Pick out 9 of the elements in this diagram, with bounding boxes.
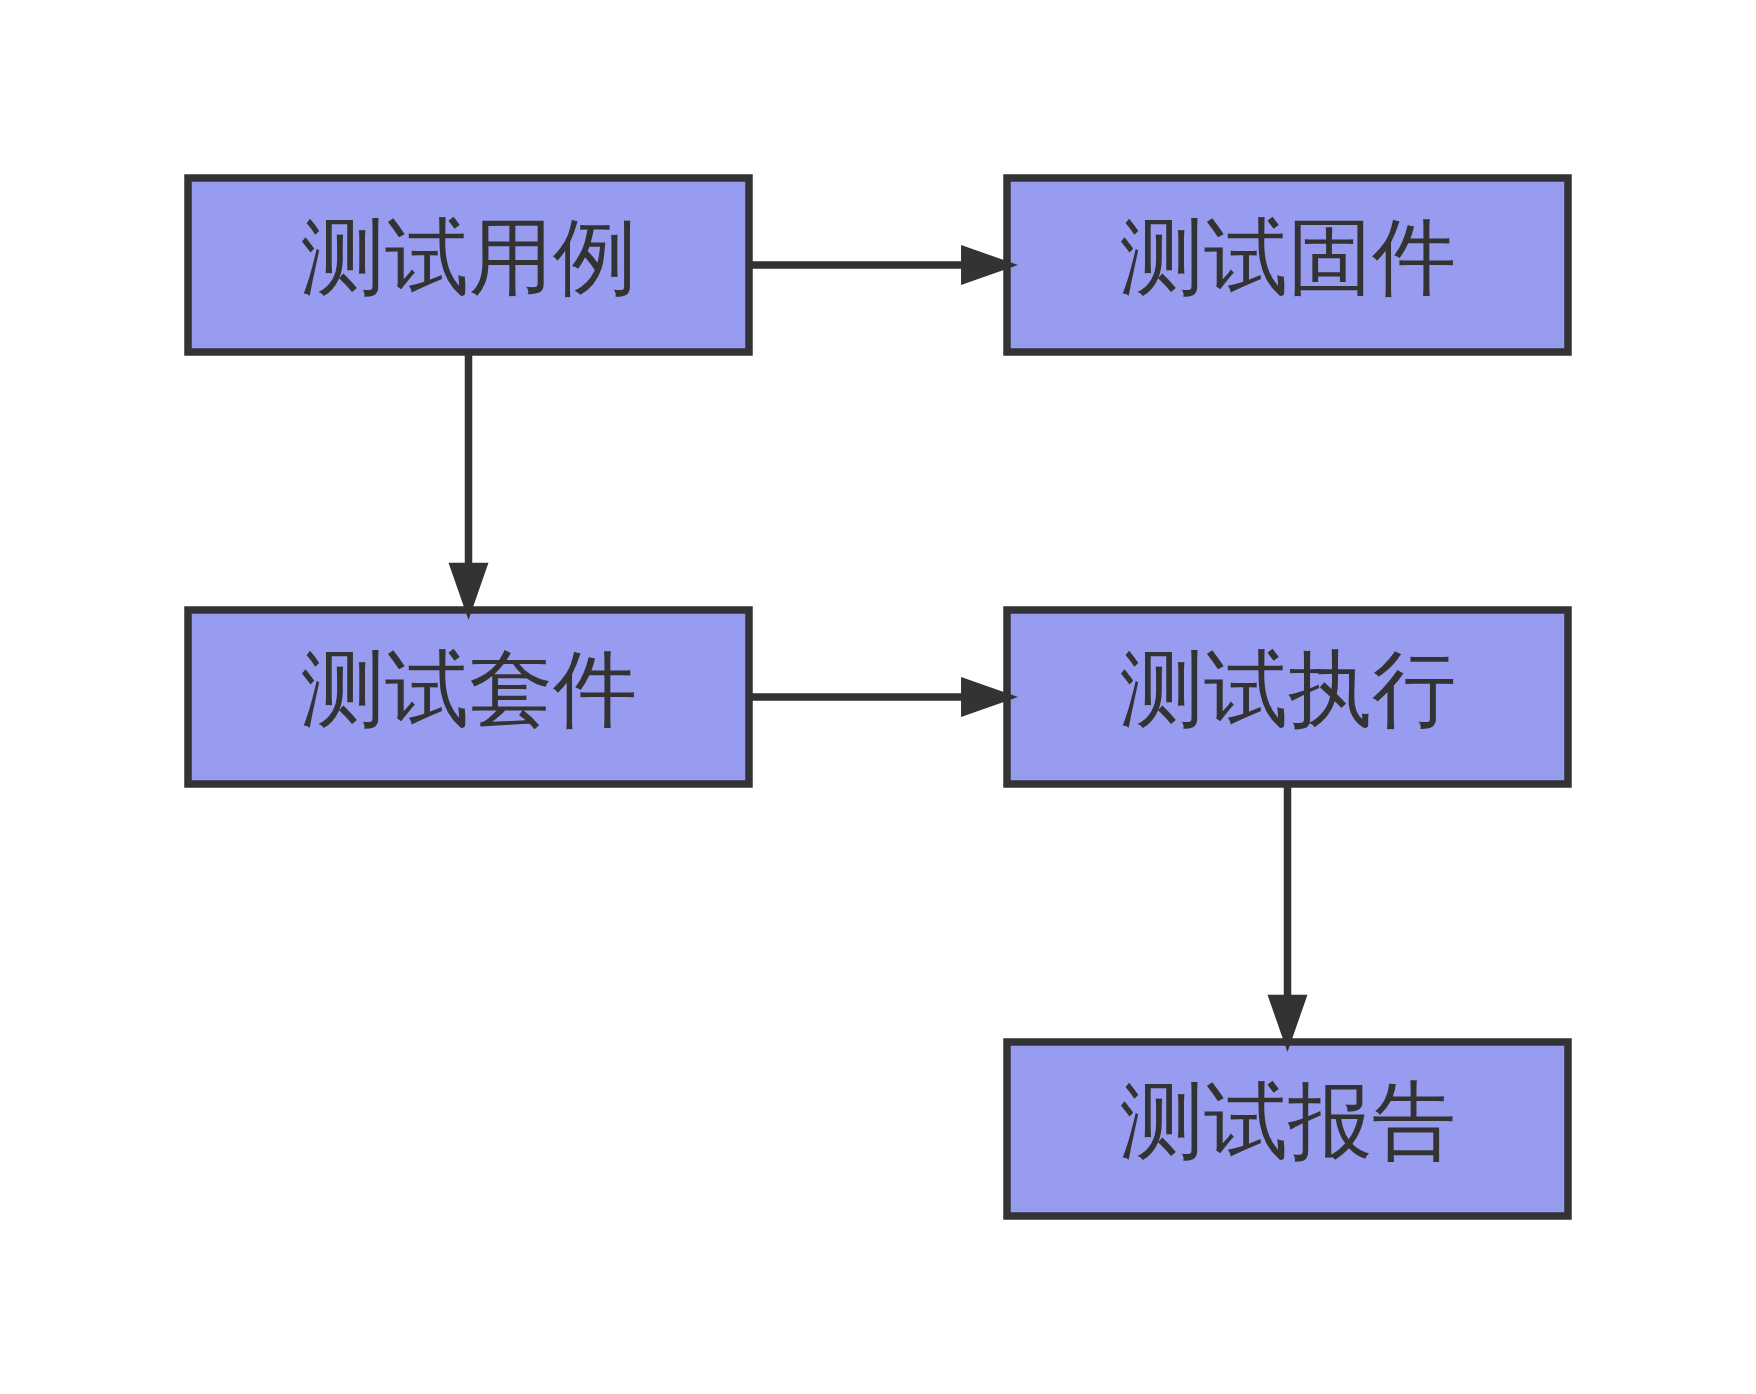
node-box: 测试用例 xyxy=(184,174,753,356)
arrow xyxy=(749,245,1019,285)
node-box: 测试执行 xyxy=(1003,606,1572,788)
node-box: 测试报告 xyxy=(1003,1038,1572,1220)
node-box: 测试套件 xyxy=(184,606,753,788)
arrow xyxy=(749,677,1019,717)
node-box: 测试固件 xyxy=(1003,174,1572,356)
arrow xyxy=(448,352,489,620)
arrow xyxy=(1267,784,1308,1052)
